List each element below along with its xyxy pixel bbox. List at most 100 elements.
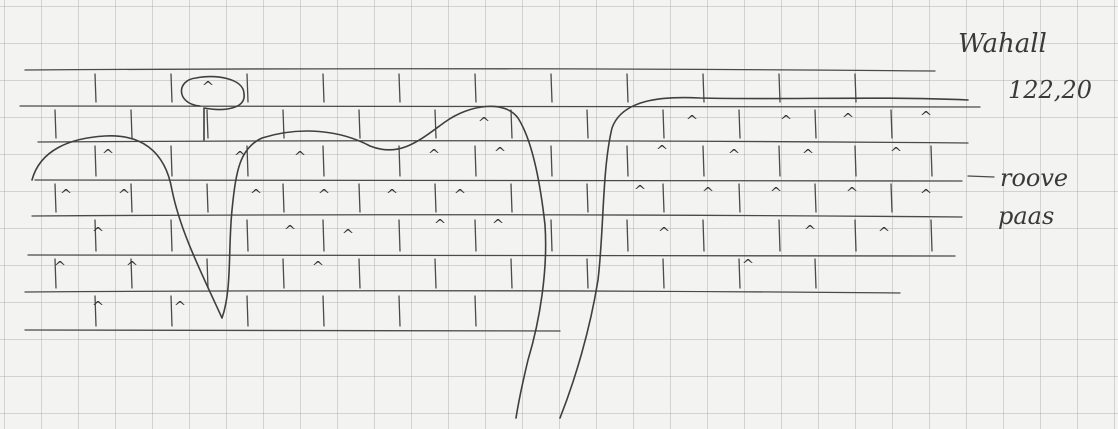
brick-joint bbox=[891, 110, 892, 138]
brick-course-line bbox=[25, 69, 935, 71]
damage-mark: ^ bbox=[434, 216, 447, 234]
damage-mark: ^ bbox=[780, 112, 793, 130]
damage-mark: ^ bbox=[386, 186, 399, 204]
damage-mark: ^ bbox=[428, 146, 441, 164]
brick-joint bbox=[359, 259, 360, 288]
brick-joint bbox=[247, 74, 248, 102]
damage-mark: ^ bbox=[804, 222, 817, 240]
brick-joint bbox=[399, 220, 400, 251]
brick-joint bbox=[855, 220, 856, 251]
brick-joint bbox=[359, 184, 360, 212]
brick-joint bbox=[399, 146, 400, 176]
damage-mark: ^ bbox=[878, 224, 891, 242]
brick-course-lines bbox=[20, 69, 980, 331]
brick-joint bbox=[931, 220, 932, 251]
damage-mark: ^ bbox=[634, 182, 647, 200]
brick-joint bbox=[399, 296, 400, 326]
damage-mark: ^ bbox=[342, 226, 355, 244]
damage-mark: ^ bbox=[92, 224, 105, 242]
brick-joint bbox=[815, 110, 816, 138]
brick-course-line bbox=[35, 180, 962, 181]
brick-joint bbox=[931, 146, 932, 176]
brick-joint bbox=[551, 220, 552, 251]
damage-mark: ^ bbox=[702, 184, 715, 202]
brick-joint-lines bbox=[55, 74, 932, 326]
damage-mark: ^ bbox=[92, 298, 105, 316]
brick-joint bbox=[627, 74, 628, 102]
note-top-label: Wahall bbox=[958, 29, 1047, 59]
damage-marks: ^^^^^^^^^^^^^^^^^^^^^^^^^^^^^^^^^^^^^^^^ bbox=[54, 78, 933, 316]
damage-mark: ^ bbox=[54, 258, 67, 276]
brick-joint bbox=[511, 259, 512, 288]
brick-joint bbox=[171, 146, 172, 176]
brick-joint bbox=[283, 110, 284, 138]
brick-joint bbox=[475, 146, 476, 176]
brick-joint bbox=[283, 259, 284, 288]
damage-mark: ^ bbox=[174, 298, 187, 316]
brick-course-line bbox=[25, 330, 560, 331]
damage-mark: ^ bbox=[478, 114, 491, 132]
brick-joint bbox=[475, 220, 476, 251]
damage-mark: ^ bbox=[802, 146, 815, 164]
brick-joint bbox=[171, 74, 172, 102]
damage-mark: ^ bbox=[920, 108, 933, 126]
damage-mark: ^ bbox=[60, 186, 73, 204]
brick-joint bbox=[815, 259, 816, 288]
note-side-label-line2: paas bbox=[998, 202, 1054, 230]
brick-joint bbox=[55, 184, 56, 212]
brick-joint bbox=[703, 220, 704, 251]
brick-joint bbox=[323, 74, 324, 102]
damage-mark: ^ bbox=[234, 148, 247, 166]
damage-mark: ^ bbox=[728, 146, 741, 164]
damage-mark: ^ bbox=[658, 224, 671, 242]
brick-joint bbox=[739, 259, 740, 288]
brick-joint bbox=[171, 220, 172, 251]
brick-joint bbox=[627, 146, 628, 176]
brick-joint bbox=[587, 110, 588, 138]
brick-joint bbox=[703, 146, 704, 176]
damage-mark: ^ bbox=[890, 144, 903, 162]
freehand-outline bbox=[560, 98, 968, 418]
brick-joint bbox=[323, 220, 324, 251]
damage-mark: ^ bbox=[656, 142, 669, 160]
brick-joint bbox=[663, 184, 664, 212]
damage-mark: ^ bbox=[312, 258, 325, 276]
damage-mark: ^ bbox=[318, 186, 331, 204]
brick-joint bbox=[627, 220, 628, 251]
brick-joint bbox=[663, 259, 664, 288]
brick-course-line bbox=[28, 255, 955, 256]
damage-mark: ^ bbox=[294, 148, 307, 166]
brick-joint bbox=[207, 184, 208, 212]
brick-joint bbox=[207, 259, 208, 288]
damage-mark: ^ bbox=[102, 146, 115, 164]
damage-mark: ^ bbox=[118, 186, 131, 204]
note-side-label-line1: roove bbox=[1000, 164, 1068, 192]
brick-joint bbox=[739, 184, 740, 212]
brick-joint bbox=[131, 110, 132, 138]
brick-joint bbox=[95, 74, 96, 102]
damage-mark: ^ bbox=[250, 186, 263, 204]
brick-joint bbox=[95, 146, 96, 176]
brick-joint bbox=[435, 184, 436, 212]
brick-joint bbox=[323, 296, 324, 326]
brick-joint bbox=[207, 110, 208, 138]
damage-mark: ^ bbox=[492, 216, 505, 234]
brick-joint bbox=[475, 74, 476, 102]
brick-joint bbox=[435, 259, 436, 288]
brick-joint bbox=[435, 110, 436, 138]
brick-joint bbox=[551, 146, 552, 176]
brick-course-line bbox=[38, 141, 968, 143]
brick-joint bbox=[247, 220, 248, 251]
brick-joint bbox=[891, 184, 892, 212]
brick-joint bbox=[283, 184, 284, 212]
damage-mark: ^ bbox=[126, 258, 139, 276]
brick-joint bbox=[663, 110, 664, 138]
brick-joint bbox=[247, 296, 248, 326]
brick-joint bbox=[359, 110, 360, 138]
damage-mark: ^ bbox=[846, 184, 859, 202]
brick-joint bbox=[587, 259, 588, 288]
brick-course-line bbox=[25, 291, 900, 293]
brick-joint bbox=[779, 146, 780, 176]
